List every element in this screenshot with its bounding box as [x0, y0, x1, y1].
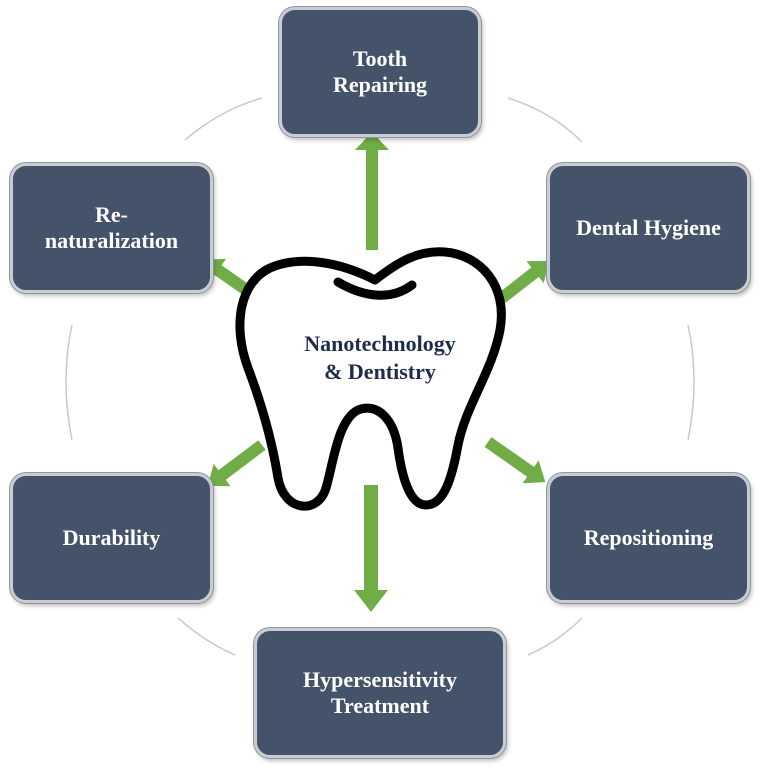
ring-arc-bottom-left	[177, 617, 236, 656]
node-tooth-repairing: Tooth Repairing	[279, 7, 481, 137]
arrow-to-tooth-repairing	[355, 132, 389, 250]
arrow-to-durability	[207, 440, 266, 487]
node-dental-hygiene: Dental Hygiene	[547, 163, 750, 293]
arrow-to-hypersensitivity-treatment	[354, 485, 388, 612]
node-label: Re- naturalization	[44, 201, 179, 253]
ring-arc-right	[687, 324, 695, 441]
node-label: Tooth Repairing	[332, 45, 428, 97]
node-repositioning: Repositioning	[547, 473, 750, 603]
node-hypersensitivity-treatment: Hypersensitivity Treatment	[254, 628, 506, 758]
ring-arc-top-left	[184, 97, 263, 141]
node-label: Durability	[62, 524, 161, 550]
arrow-to-dental-hygiene	[498, 261, 550, 303]
ring-arc-left	[65, 324, 73, 441]
ring-arcs	[65, 97, 695, 656]
arrow-to-repositioning	[484, 437, 546, 484]
ring-arc-top-right	[507, 97, 583, 143]
ring-arc-bottom-right	[527, 617, 583, 656]
node-label: Repositioning	[583, 524, 714, 550]
node-label: Hypersensitivity Treatment	[303, 666, 457, 718]
node-durability: Durability	[10, 473, 213, 603]
arrows	[203, 132, 550, 612]
tooth-icon	[235, 247, 506, 511]
center-label: Nanotechnology & Dentistry	[304, 331, 456, 384]
node-re-naturalization: Re- naturalization	[10, 163, 213, 293]
node-label: Dental Hygiene	[576, 214, 721, 240]
